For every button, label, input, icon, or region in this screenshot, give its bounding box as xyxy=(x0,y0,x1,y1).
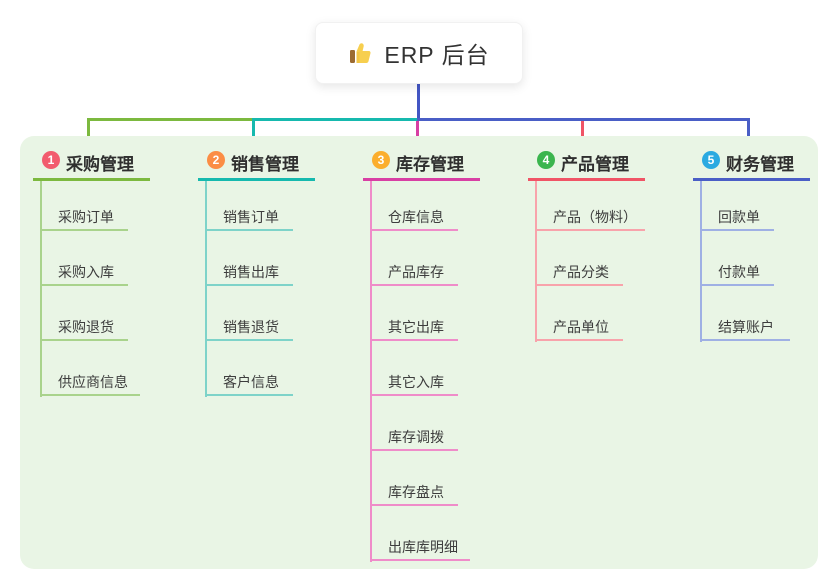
branch-node-finance[interactable]: 财务管理 xyxy=(726,155,794,174)
leaf-node[interactable]: 销售退货 xyxy=(205,316,293,341)
bus-line-sales xyxy=(252,118,419,121)
branch-node-purchase[interactable]: 采购管理 xyxy=(66,155,134,174)
leaf-node[interactable]: 客户信息 xyxy=(205,371,293,396)
drop-line-finance xyxy=(747,118,750,150)
branch-vline-inventory xyxy=(370,181,372,562)
bus-line-purchase xyxy=(87,118,254,121)
leaf-node[interactable]: 其它出库 xyxy=(370,316,458,341)
leaf-node[interactable]: 采购退货 xyxy=(40,316,128,341)
branch-vline-sales xyxy=(205,181,207,397)
leaf-node[interactable]: 仓库信息 xyxy=(370,206,458,231)
leaf-node[interactable]: 库存盘点 xyxy=(370,481,458,506)
branch-vline-product xyxy=(535,181,537,342)
branch-node-inventory[interactable]: 库存管理 xyxy=(396,155,464,174)
root-trunk-line xyxy=(417,84,420,121)
branch-node-product[interactable]: 产品管理 xyxy=(561,155,629,174)
branch-node-sales[interactable]: 销售管理 xyxy=(231,155,299,174)
leaf-node[interactable]: 出库库明细 xyxy=(370,536,470,561)
branch-badge-1[interactable]: 1 xyxy=(42,151,60,169)
thumbs-up-icon xyxy=(348,40,374,66)
branch-badge-3[interactable]: 3 xyxy=(372,151,390,169)
leaf-node[interactable]: 结算账户 xyxy=(700,316,790,341)
branch-underline-inventory xyxy=(363,178,480,181)
branch-vline-purchase xyxy=(40,181,42,397)
branch-badge-5[interactable]: 5 xyxy=(702,151,720,169)
leaf-node[interactable]: 回款单 xyxy=(700,206,774,231)
leaf-node[interactable]: 产品（物料） xyxy=(535,206,645,231)
leaf-node[interactable]: 采购入库 xyxy=(40,261,128,286)
drop-line-product xyxy=(581,121,584,150)
leaf-node[interactable]: 付款单 xyxy=(700,261,774,286)
leaf-node[interactable]: 采购订单 xyxy=(40,206,128,231)
branch-underline-finance xyxy=(693,178,810,181)
root-node-label: ERP 后台 xyxy=(384,42,490,68)
leaf-node[interactable]: 产品分类 xyxy=(535,261,623,286)
root-node-erp[interactable]: ERP 后台 xyxy=(315,22,523,84)
leaf-node[interactable]: 产品库存 xyxy=(370,261,458,286)
branch-badge-4[interactable]: 4 xyxy=(537,151,555,169)
leaf-node[interactable]: 销售出库 xyxy=(205,261,293,286)
bus-line-finance xyxy=(417,118,750,121)
drop-line-sales xyxy=(252,118,255,150)
branch-underline-purchase xyxy=(33,178,150,181)
branch-underline-product xyxy=(528,178,645,181)
leaf-node[interactable]: 库存调拨 xyxy=(370,426,458,451)
leaf-node[interactable]: 产品单位 xyxy=(535,316,623,341)
leaf-node[interactable]: 供应商信息 xyxy=(40,371,140,396)
branch-vline-finance xyxy=(700,181,702,342)
drop-line-purchase xyxy=(87,118,90,150)
branch-underline-sales xyxy=(198,178,315,181)
branches-panel xyxy=(20,136,818,569)
branch-badge-2[interactable]: 2 xyxy=(207,151,225,169)
leaf-node[interactable]: 其它入库 xyxy=(370,371,458,396)
drop-line-inventory xyxy=(416,121,419,150)
leaf-node[interactable]: 销售订单 xyxy=(205,206,293,231)
